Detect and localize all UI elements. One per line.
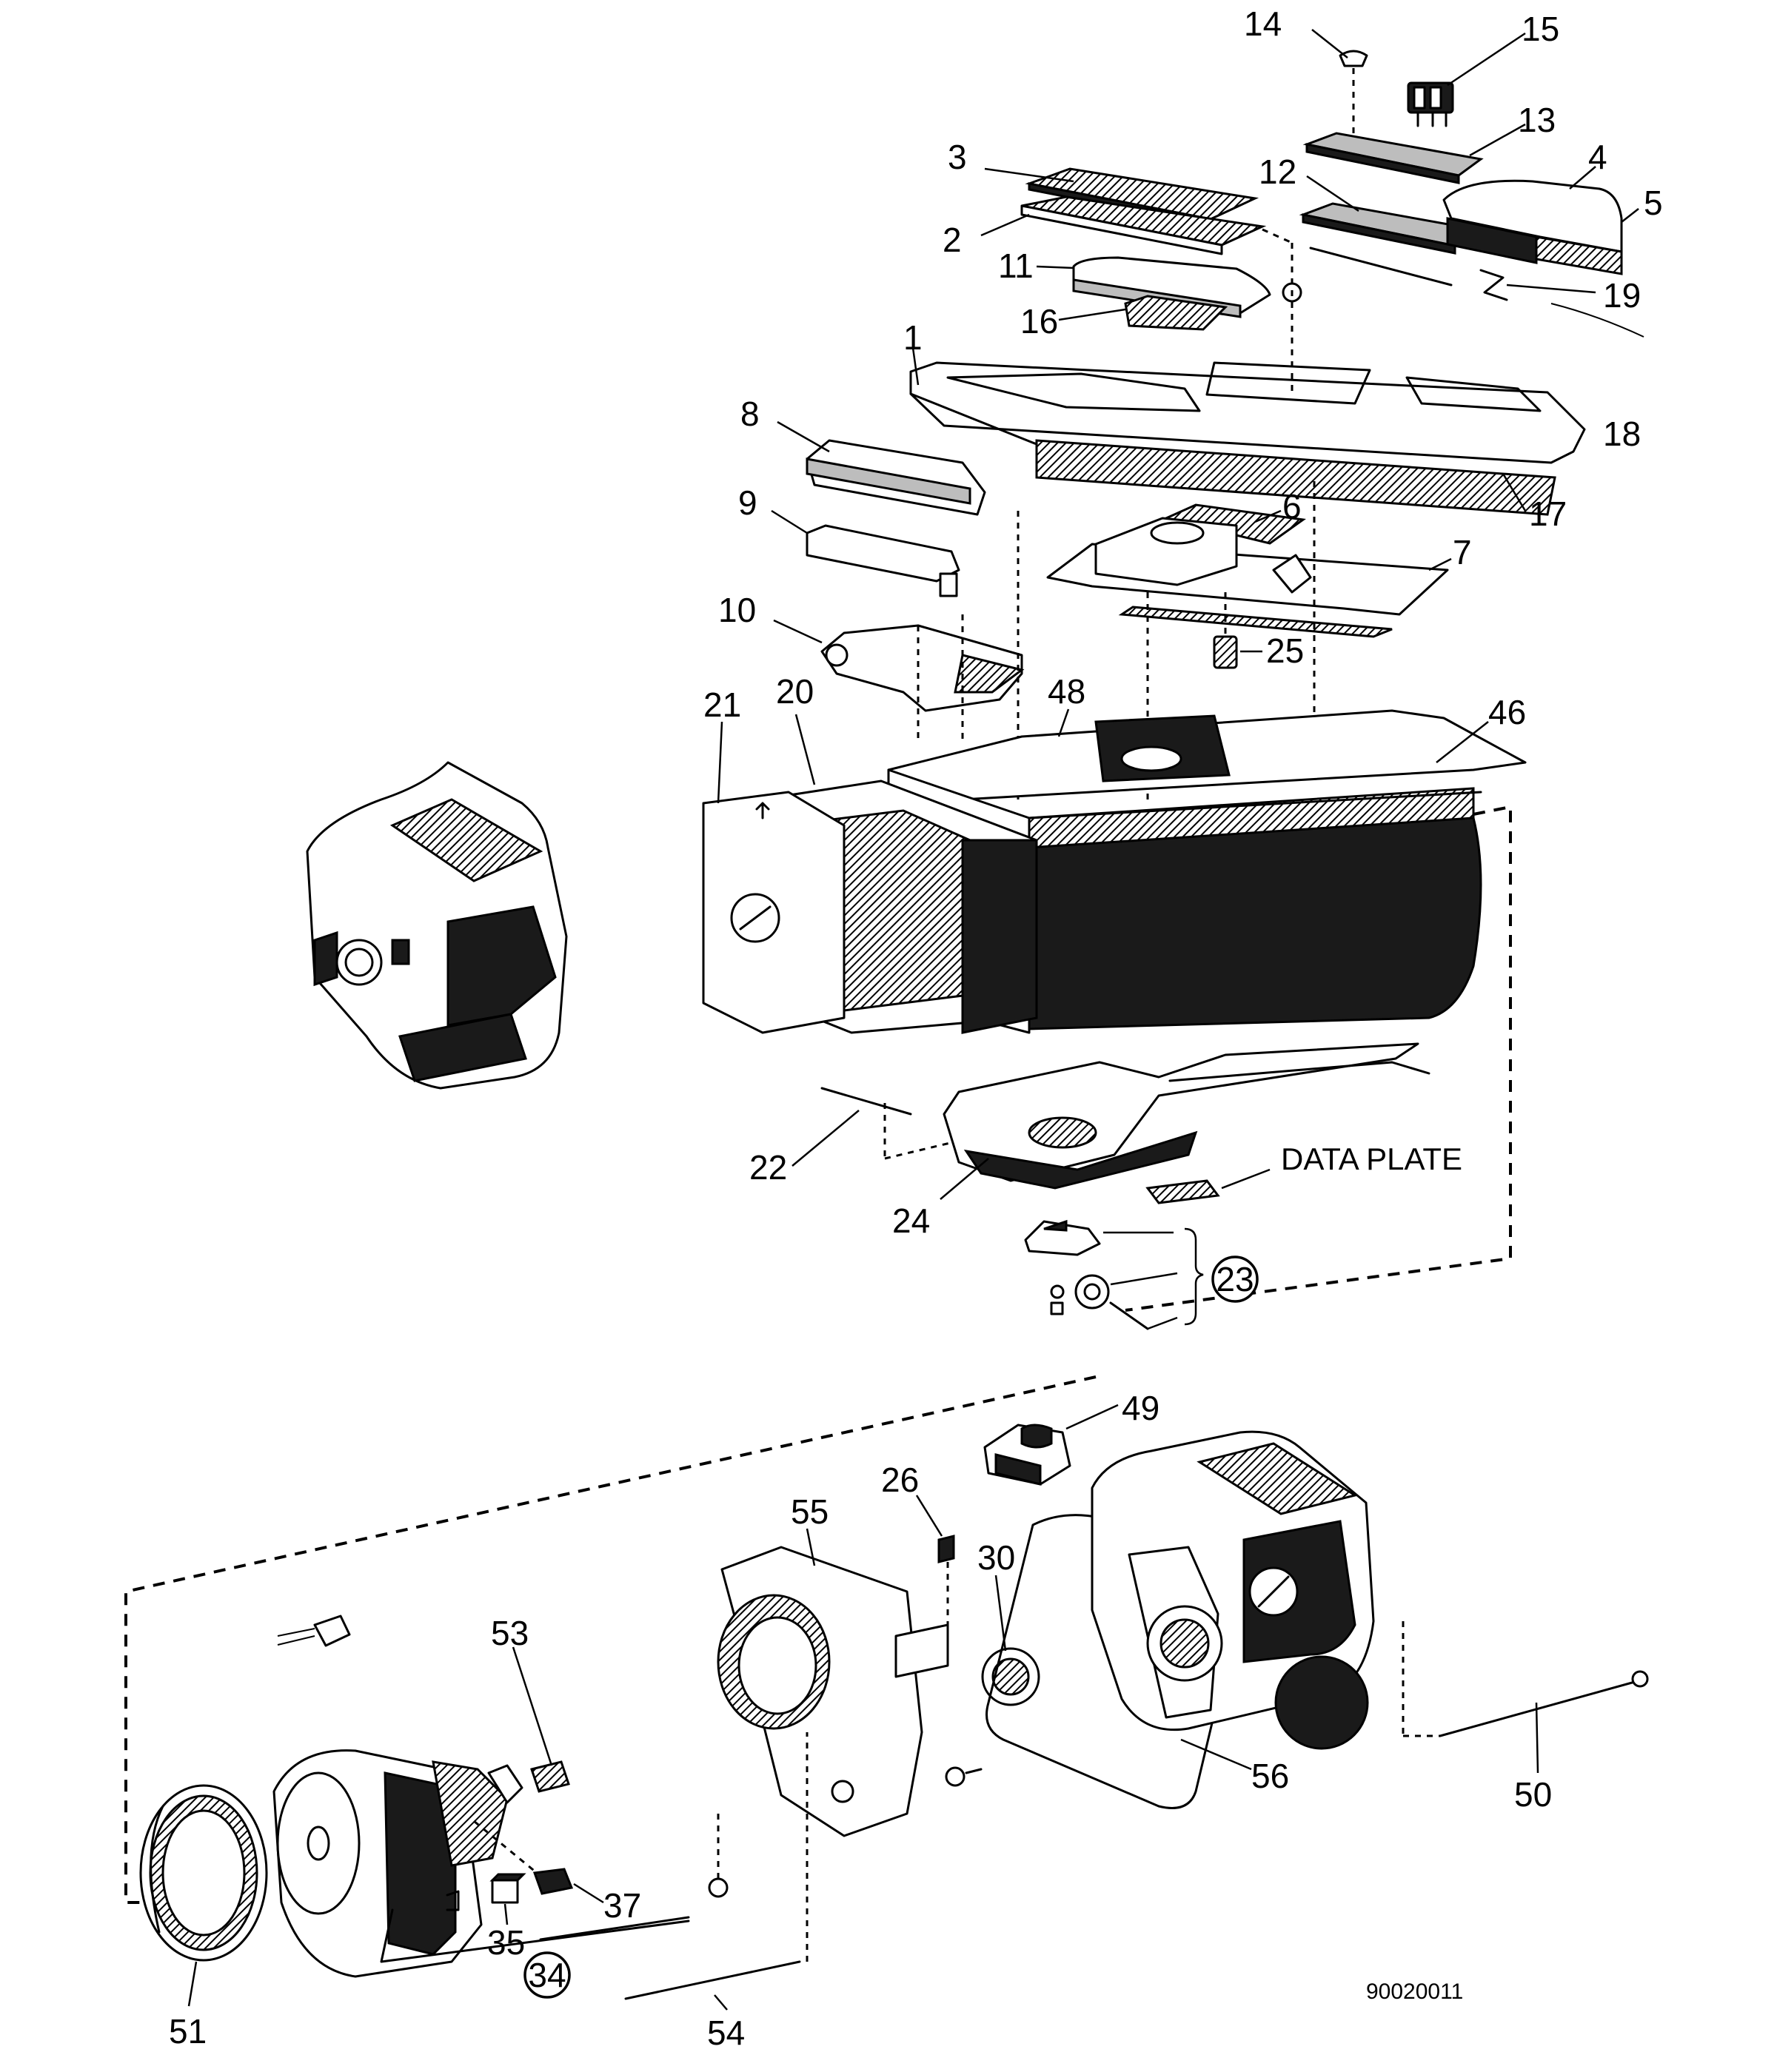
part-switch-15 <box>1407 81 1454 127</box>
label-35: 35 <box>487 1923 525 1962</box>
part-bumper-8 <box>806 439 986 516</box>
label-54: 54 <box>707 2014 745 2052</box>
drawing-number: 90020011 <box>1366 1979 1463 2004</box>
part-pad-16 <box>1124 295 1228 331</box>
data-plate-label: DATA PLATE <box>1281 1141 1462 1176</box>
label-21: 21 <box>703 685 741 724</box>
part-wire-connector <box>277 1615 351 1647</box>
bracket-34 <box>380 1908 690 1963</box>
part-base-24 <box>943 1042 1430 1190</box>
assembly-circle-34 <box>523 1951 571 1999</box>
leader-lines <box>187 29 1639 2011</box>
part-rod-22 <box>820 1087 963 1160</box>
label-49: 49 <box>1122 1389 1159 1427</box>
label-18: 18 <box>1603 415 1641 453</box>
part-motor-mount-55 <box>717 1546 949 1837</box>
label-2: 2 <box>943 221 962 259</box>
label-19: 19 <box>1603 276 1641 315</box>
part-top-housing-1 <box>909 361 1586 516</box>
part-rod-50 <box>1402 1621 1649 1737</box>
label-3: 3 <box>948 138 967 176</box>
part-hood-left <box>306 761 568 1090</box>
label-20: 20 <box>776 672 814 711</box>
part-switch-49 <box>983 1424 1071 1486</box>
part-brush-35 <box>446 1873 526 1911</box>
part-labels: 14 15 13 3 4 12 5 2 11 19 16 1 18 8 17 6… <box>169 4 1663 2052</box>
top-parts-group <box>806 50 1644 712</box>
part-gasket-56 <box>985 1514 1236 1809</box>
part-door-21 <box>702 791 846 1034</box>
part-rod-54 <box>624 1732 809 2000</box>
part-data-plate <box>1145 1179 1220 1204</box>
label-assembly-23: 23 <box>1216 1260 1254 1298</box>
part-nut <box>945 1766 983 1787</box>
label-51: 51 <box>169 2012 207 2051</box>
label-50: 50 <box>1514 1775 1552 1814</box>
label-37: 37 <box>603 1886 641 1925</box>
part-bushing-25 <box>1213 635 1238 669</box>
label-30: 30 <box>977 1538 1015 1577</box>
label-5: 5 <box>1644 184 1663 222</box>
label-46: 46 <box>1488 693 1526 731</box>
label-24: 24 <box>892 1201 930 1240</box>
label-11: 11 <box>998 247 1034 285</box>
part-fan-30 <box>981 1647 1040 1706</box>
bracket-34-tail <box>539 1916 690 1941</box>
part-rear-housing <box>1091 1430 1375 1750</box>
part-brush-37 <box>473 1820 574 1895</box>
part-motor <box>272 1749 523 1978</box>
label-assembly-34: 34 <box>528 1956 566 1994</box>
label-17: 17 <box>1529 494 1567 533</box>
label-22: 22 <box>749 1148 787 1187</box>
part-latch-9 <box>806 524 960 597</box>
label-4: 4 <box>1588 138 1607 176</box>
part-screw-14 <box>1339 50 1368 133</box>
label-13: 13 <box>1518 101 1556 139</box>
label-14: 14 <box>1244 4 1282 43</box>
part-latch-10 <box>820 624 1025 712</box>
part-plate-12 <box>1299 202 1480 286</box>
label-26: 26 <box>881 1461 919 1499</box>
assembly-circle-23 <box>1211 1255 1259 1303</box>
guide-motor-assembly <box>124 1375 1097 1904</box>
part-cover-4 <box>1442 179 1623 275</box>
label-15: 15 <box>1522 10 1559 48</box>
part-spring-53 <box>530 1760 570 1793</box>
part-assembly-23 <box>1024 1219 1149 1330</box>
part-switch-plate-13 <box>1302 132 1484 184</box>
label-7: 7 <box>1453 533 1472 571</box>
label-10: 10 <box>718 591 756 629</box>
label-8: 8 <box>740 395 760 433</box>
label-16: 16 <box>1020 302 1058 341</box>
main-body-group <box>306 709 1527 1330</box>
label-6: 6 <box>1282 487 1302 526</box>
label-9: 9 <box>738 483 757 522</box>
part-spring-19 <box>1479 269 1644 338</box>
part-clip-26 <box>910 1535 955 1652</box>
label-12: 12 <box>1259 152 1296 191</box>
label-48: 48 <box>1048 672 1085 711</box>
label-56: 56 <box>1251 1757 1289 1795</box>
label-53: 53 <box>491 1614 529 1652</box>
motor-section-group <box>124 1375 1649 2000</box>
label-1: 1 <box>903 318 923 357</box>
part-ring-51 <box>139 1784 268 1962</box>
label-55: 55 <box>791 1492 829 1531</box>
part-filter-2 <box>1020 195 1267 255</box>
label-25: 25 <box>1266 631 1304 670</box>
part-housing-7 <box>1046 517 1449 638</box>
